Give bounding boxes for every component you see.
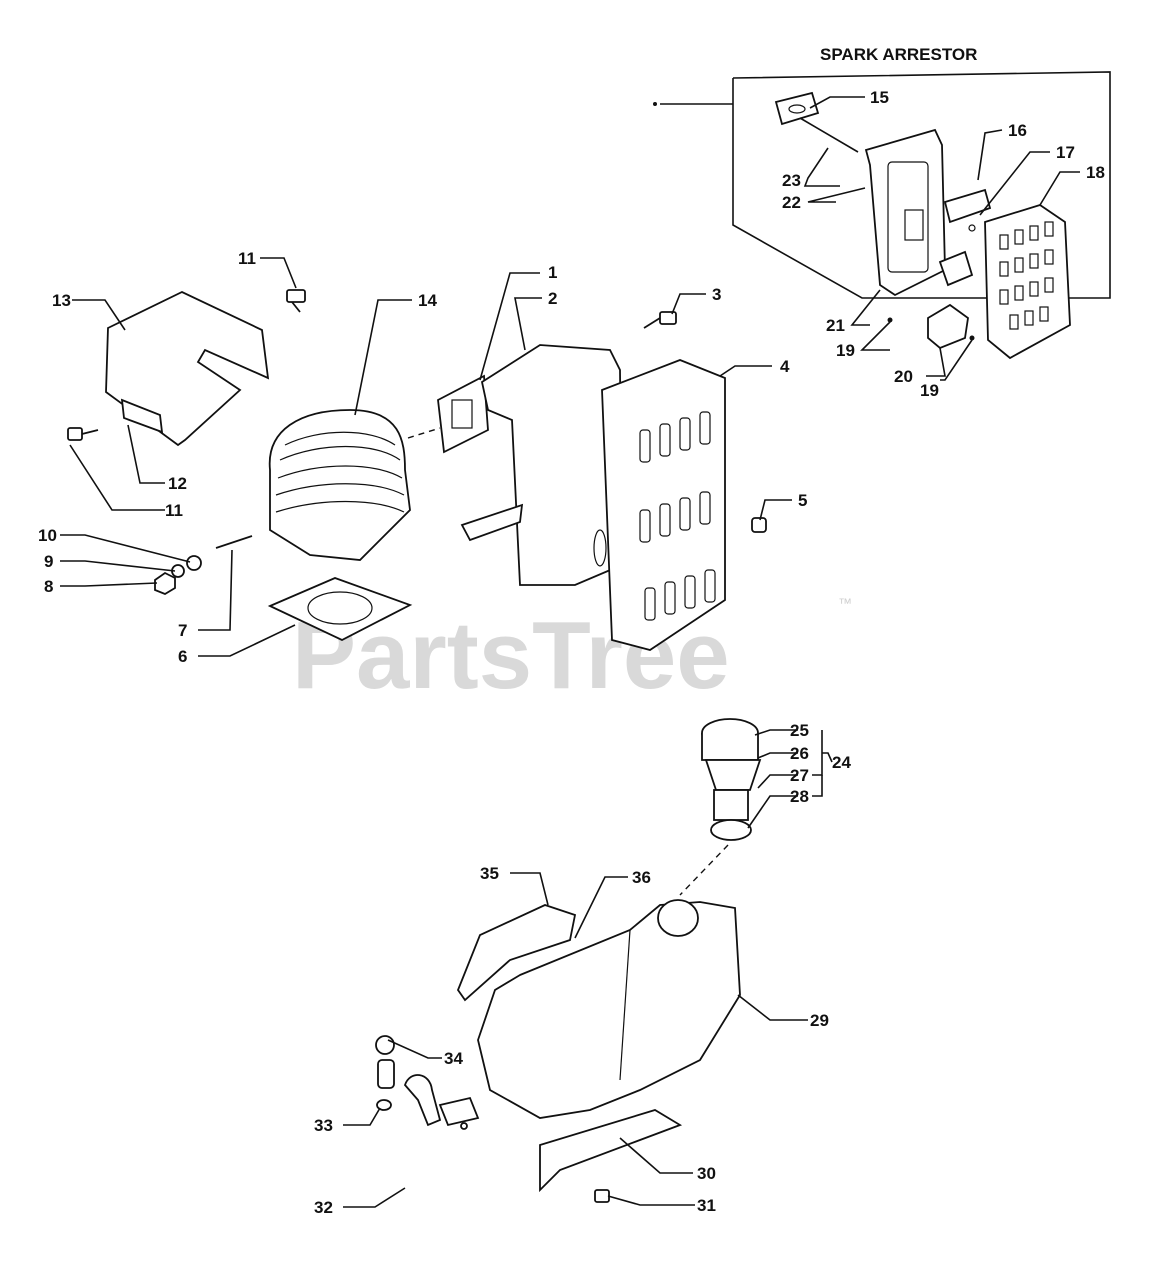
- spark-arrestor-title: SPARK ARRESTOR: [820, 45, 977, 64]
- callout-24: 24: [832, 753, 851, 772]
- callout-19-right: 19: [920, 381, 939, 400]
- callout-9: 9: [44, 552, 53, 571]
- callout-10: 10: [38, 526, 57, 545]
- callout-6: 6: [178, 647, 187, 666]
- callout-23: 23: [782, 171, 801, 190]
- callout-21: 21: [826, 316, 845, 335]
- callout-labels: 1 2 3 4 5 6 7 8 9 10 11 11 12 13 14 15 1…: [38, 88, 1105, 1217]
- callout-34: 34: [444, 1049, 463, 1068]
- callout-35: 35: [480, 864, 499, 883]
- callout-11-left: 11: [165, 501, 183, 520]
- callout-1: 1: [548, 263, 557, 282]
- callout-20: 20: [894, 367, 913, 386]
- callout-17: 17: [1056, 143, 1075, 162]
- callout-2: 2: [548, 289, 557, 308]
- callout-12: 12: [168, 474, 187, 493]
- callout-22: 22: [782, 193, 801, 212]
- callout-19-left: 19: [836, 341, 855, 360]
- callout-36: 36: [632, 868, 651, 887]
- callout-14: 14: [418, 291, 437, 310]
- spark-arrestor-inset: SPARK ARRESTOR: [653, 45, 1111, 360]
- callout-27: 27: [790, 766, 809, 785]
- callout-29: 29: [810, 1011, 829, 1030]
- callout-7: 7: [178, 621, 187, 640]
- callout-31: 31: [697, 1196, 716, 1215]
- callout-11-top: 11: [238, 249, 256, 268]
- callout-16: 16: [1008, 121, 1027, 140]
- engine-parts-drawing: [67, 289, 767, 1219]
- trademark: ™: [838, 595, 852, 611]
- callout-3: 3: [712, 285, 721, 304]
- callout-32: 32: [314, 1198, 333, 1217]
- callout-18: 18: [1086, 163, 1105, 182]
- callout-4: 4: [780, 357, 790, 376]
- callout-8: 8: [44, 577, 53, 596]
- callout-13: 13: [52, 291, 71, 310]
- leader-lines: [60, 96, 1080, 1208]
- callout-26: 26: [790, 744, 809, 763]
- callout-28: 28: [790, 787, 809, 806]
- callout-33: 33: [314, 1116, 333, 1135]
- callout-25: 25: [790, 721, 809, 740]
- callout-30: 30: [697, 1164, 716, 1183]
- callout-5: 5: [798, 491, 807, 510]
- callout-15: 15: [870, 88, 889, 107]
